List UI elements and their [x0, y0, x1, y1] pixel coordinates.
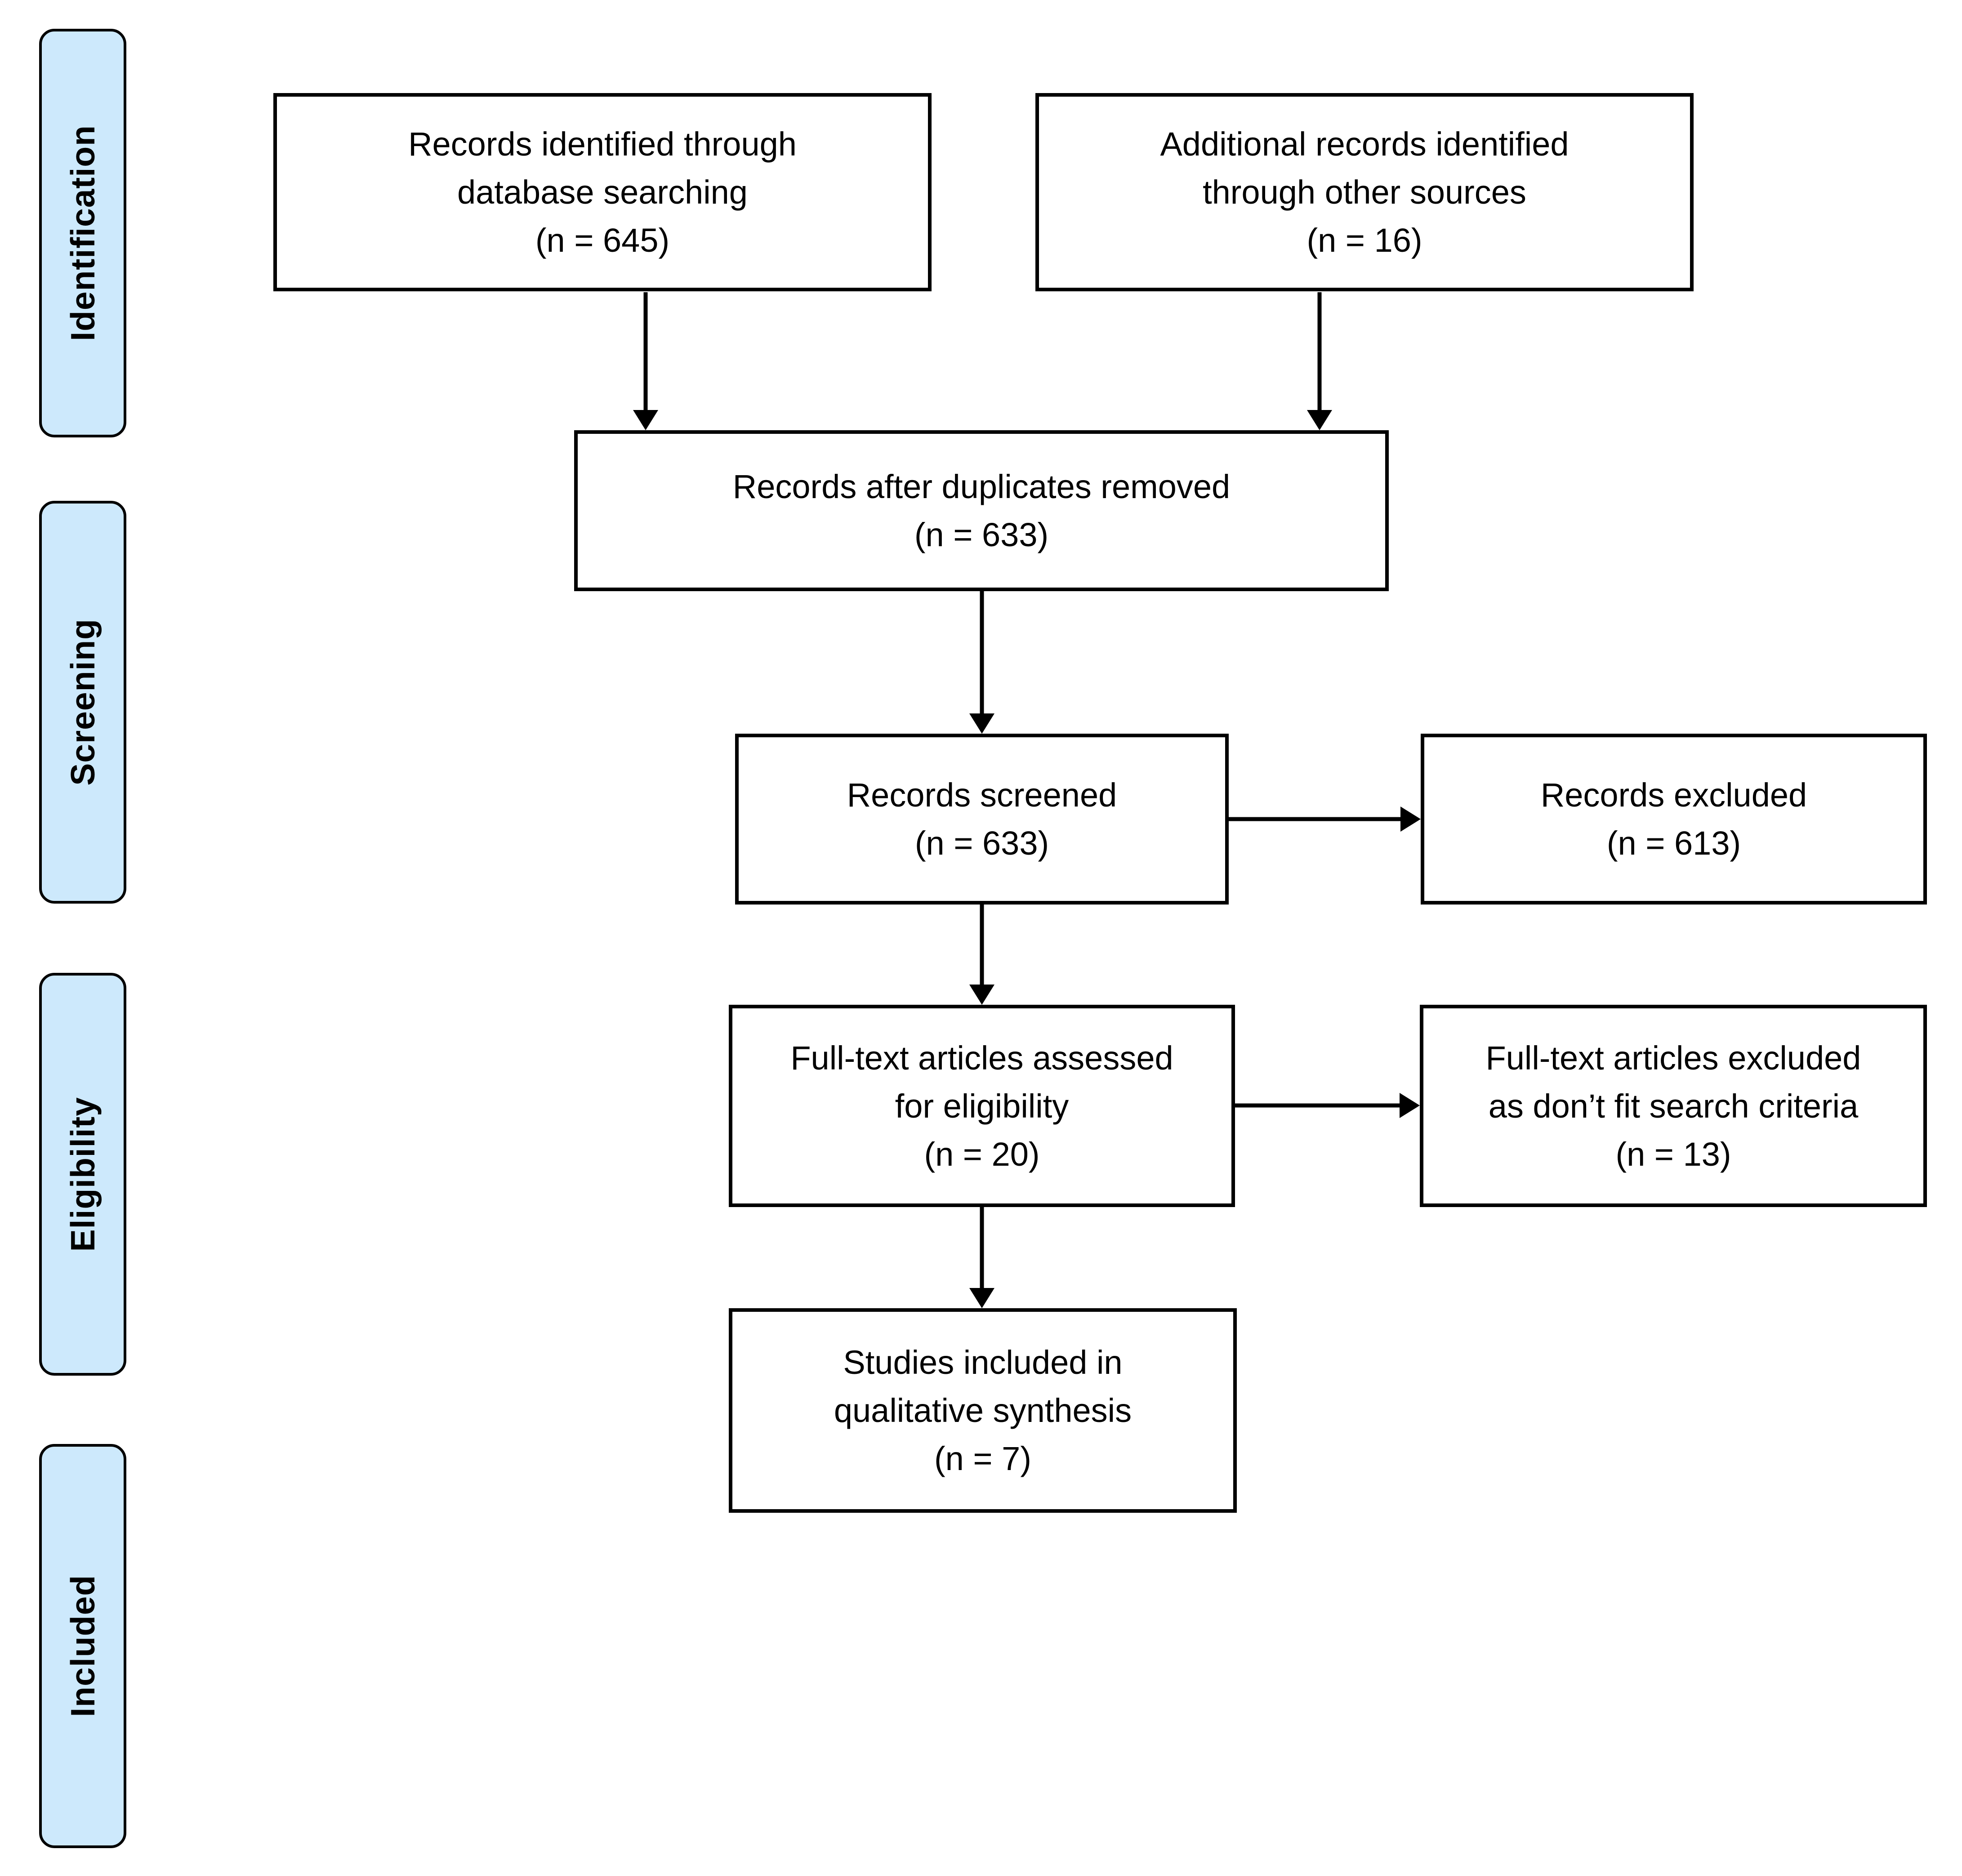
node-count-line: (n = 633) — [914, 516, 1049, 553]
node-fulltext-assessed: Full-text articles assessed for eligibil… — [729, 1005, 1235, 1207]
node-text-line: Studies included in — [843, 1344, 1123, 1381]
arrow-fulltext-assessed-to-studies-included — [969, 1206, 994, 1308]
node-additional-records: Additional records identified through ot… — [1035, 93, 1694, 291]
node-text-line: Records after duplicates removed — [732, 468, 1231, 505]
node-count-line: (n = 613) — [1606, 824, 1741, 862]
node-duplicates-removed: Records after duplicates removed (n = 63… — [574, 430, 1389, 591]
node-text-line: for eligibility — [895, 1087, 1069, 1125]
arrow-additional-records-to-duplicates-removed — [1307, 292, 1332, 430]
arrow-fulltext-assessed-to-fulltext-excluded — [1234, 1093, 1420, 1118]
arrow-records-identified-to-duplicates-removed — [633, 292, 658, 430]
stage-identification: Identification — [39, 29, 126, 437]
node-records-excluded: Records excluded (n = 613) — [1421, 734, 1927, 905]
node-text-line: Records excluded — [1540, 776, 1807, 814]
node-count-line: (n = 633) — [914, 824, 1049, 862]
stage-screening: Screening — [39, 501, 126, 904]
arrow-duplicates-removed-to-records-screened — [969, 590, 994, 734]
node-text-line: Records identified through — [408, 125, 797, 163]
node-text-line: Records screened — [847, 776, 1117, 814]
node-text-line: Additional records identified — [1160, 125, 1569, 163]
node-count-line: (n = 20) — [924, 1135, 1040, 1173]
node-count-line: (n = 645) — [535, 222, 670, 259]
node-records-screened: Records screened (n = 633) — [735, 734, 1229, 905]
node-records-identified: Records identified through database sear… — [273, 93, 932, 291]
node-text-line: database searching — [457, 174, 748, 211]
node-text-line: as don’t fit search criteria — [1488, 1087, 1859, 1125]
node-fulltext-excluded: Full-text articles excluded as don’t fit… — [1420, 1005, 1927, 1207]
node-studies-included: Studies included in qualitative synthesi… — [729, 1308, 1237, 1513]
node-count-line: (n = 7) — [934, 1440, 1031, 1477]
stage-included: Included — [39, 1444, 126, 1848]
node-text-line: through other sources — [1203, 174, 1526, 211]
arrow-records-screened-to-records-excluded — [1228, 807, 1421, 832]
node-count-line: (n = 13) — [1615, 1135, 1731, 1173]
node-text-line: Full-text articles assessed — [790, 1039, 1173, 1077]
node-count-line: (n = 16) — [1307, 222, 1422, 259]
arrow-records-screened-to-fulltext-assessed — [969, 904, 994, 1005]
node-text-line: qualitative synthesis — [834, 1392, 1132, 1429]
node-text-line: Full-text articles excluded — [1485, 1039, 1861, 1077]
stage-eligibility: Eligibility — [39, 973, 126, 1376]
